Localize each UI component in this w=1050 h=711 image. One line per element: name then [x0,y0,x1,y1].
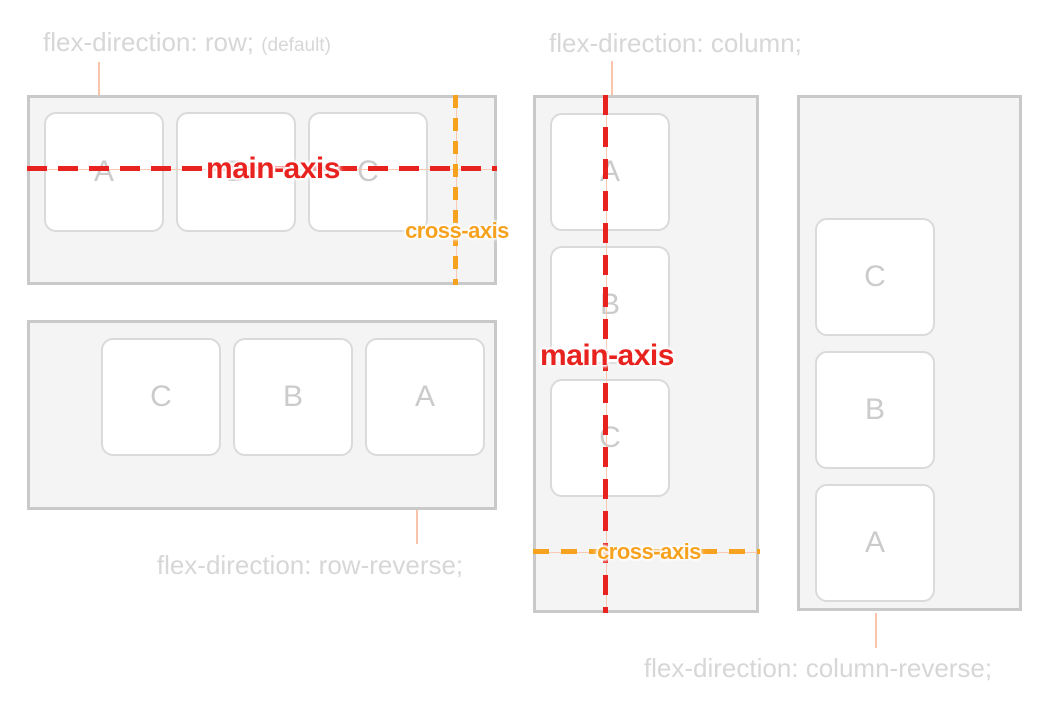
row-label-connector-line [98,62,100,95]
row-container: A B C [27,95,497,285]
row-reverse-label: flex-direction: row-reverse; [156,550,464,580]
flex-item-box: A [815,484,935,602]
column-main-axis-label: main-axis [540,339,674,372]
flex-item-box: B [233,338,353,456]
flex-item-box: A [44,112,164,232]
column-label-connector-line [611,61,613,95]
column-label: flex-direction: column; [549,28,802,58]
row-cross-axis-label: cross-axis [405,218,509,243]
flex-item-box: C [815,218,935,336]
flex-item-letter: C [864,260,886,293]
flex-item-letter: A [414,380,435,413]
flex-item-box: A [550,113,670,231]
row-label-text: flex-direction: row; [43,27,254,57]
row-cross-axis-dashed-line [453,95,458,285]
flex-item-box: C [550,379,670,497]
flex-item-letter: B [282,380,303,413]
flex-item-letter: B [225,155,246,188]
flex-item-box: B [815,351,935,469]
flex-item-letter: B [864,393,885,426]
column-reverse-label: flex-direction: column-reverse; [643,653,993,683]
column-cross-axis-label: cross-axis [597,539,701,564]
flex-item-box: C [308,112,428,232]
row-reverse-container: C B A [27,320,497,510]
flex-item-letter: C [150,380,172,413]
column-reverse-label-connector-line [875,613,877,648]
row-reverse-label-connector-line [416,510,418,544]
column-main-axis-dashed-line [603,95,608,613]
flex-item-box: C [101,338,221,456]
row-main-axis-label: main-axis [206,152,340,185]
column-cross-axis-dashed-line [533,549,760,554]
row-label-default-suffix: (default) [261,35,331,56]
flex-item-box: B [176,112,296,232]
row-label: flex-direction: row; (default) [43,27,331,58]
flex-item-box: A [365,338,485,456]
row-main-axis-dashed-line [27,166,497,171]
flex-item-letter: A [864,526,885,559]
flex-item-letter: A [93,155,114,188]
column-reverse-container: C B A [797,95,1022,611]
flex-item-letter: C [357,155,379,188]
